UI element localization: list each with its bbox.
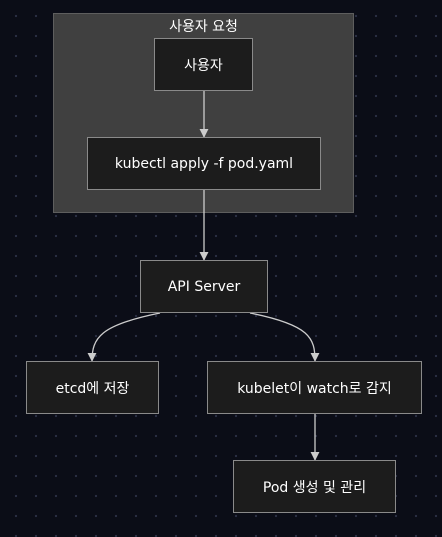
node-kubelet-watch: kubelet이 watch로 감지 — [207, 361, 422, 414]
node-api-server: API Server — [140, 260, 268, 313]
node-kubectl-label: kubectl apply -f pod.yaml — [114, 155, 294, 172]
edge-api-to-etcd — [87, 312, 161, 362]
node-user: 사용자 — [154, 38, 253, 91]
node-user-label: 사용자 — [184, 57, 223, 74]
node-kubelet-label: kubelet이 watch로 감지 — [237, 380, 392, 397]
node-kubectl-apply: kubectl apply -f pod.yaml — [87, 137, 321, 190]
group-title: 사용자 요청 — [169, 19, 238, 35]
node-pod-create: Pod 생성 및 관리 — [233, 460, 396, 513]
node-etcd-label: etcd에 저장 — [55, 380, 130, 397]
edge-api-to-kubelet — [249, 312, 320, 362]
node-pod-label: Pod 생성 및 관리 — [262, 479, 367, 496]
node-etcd-store: etcd에 저장 — [26, 361, 159, 414]
node-api-label: API Server — [167, 278, 241, 295]
